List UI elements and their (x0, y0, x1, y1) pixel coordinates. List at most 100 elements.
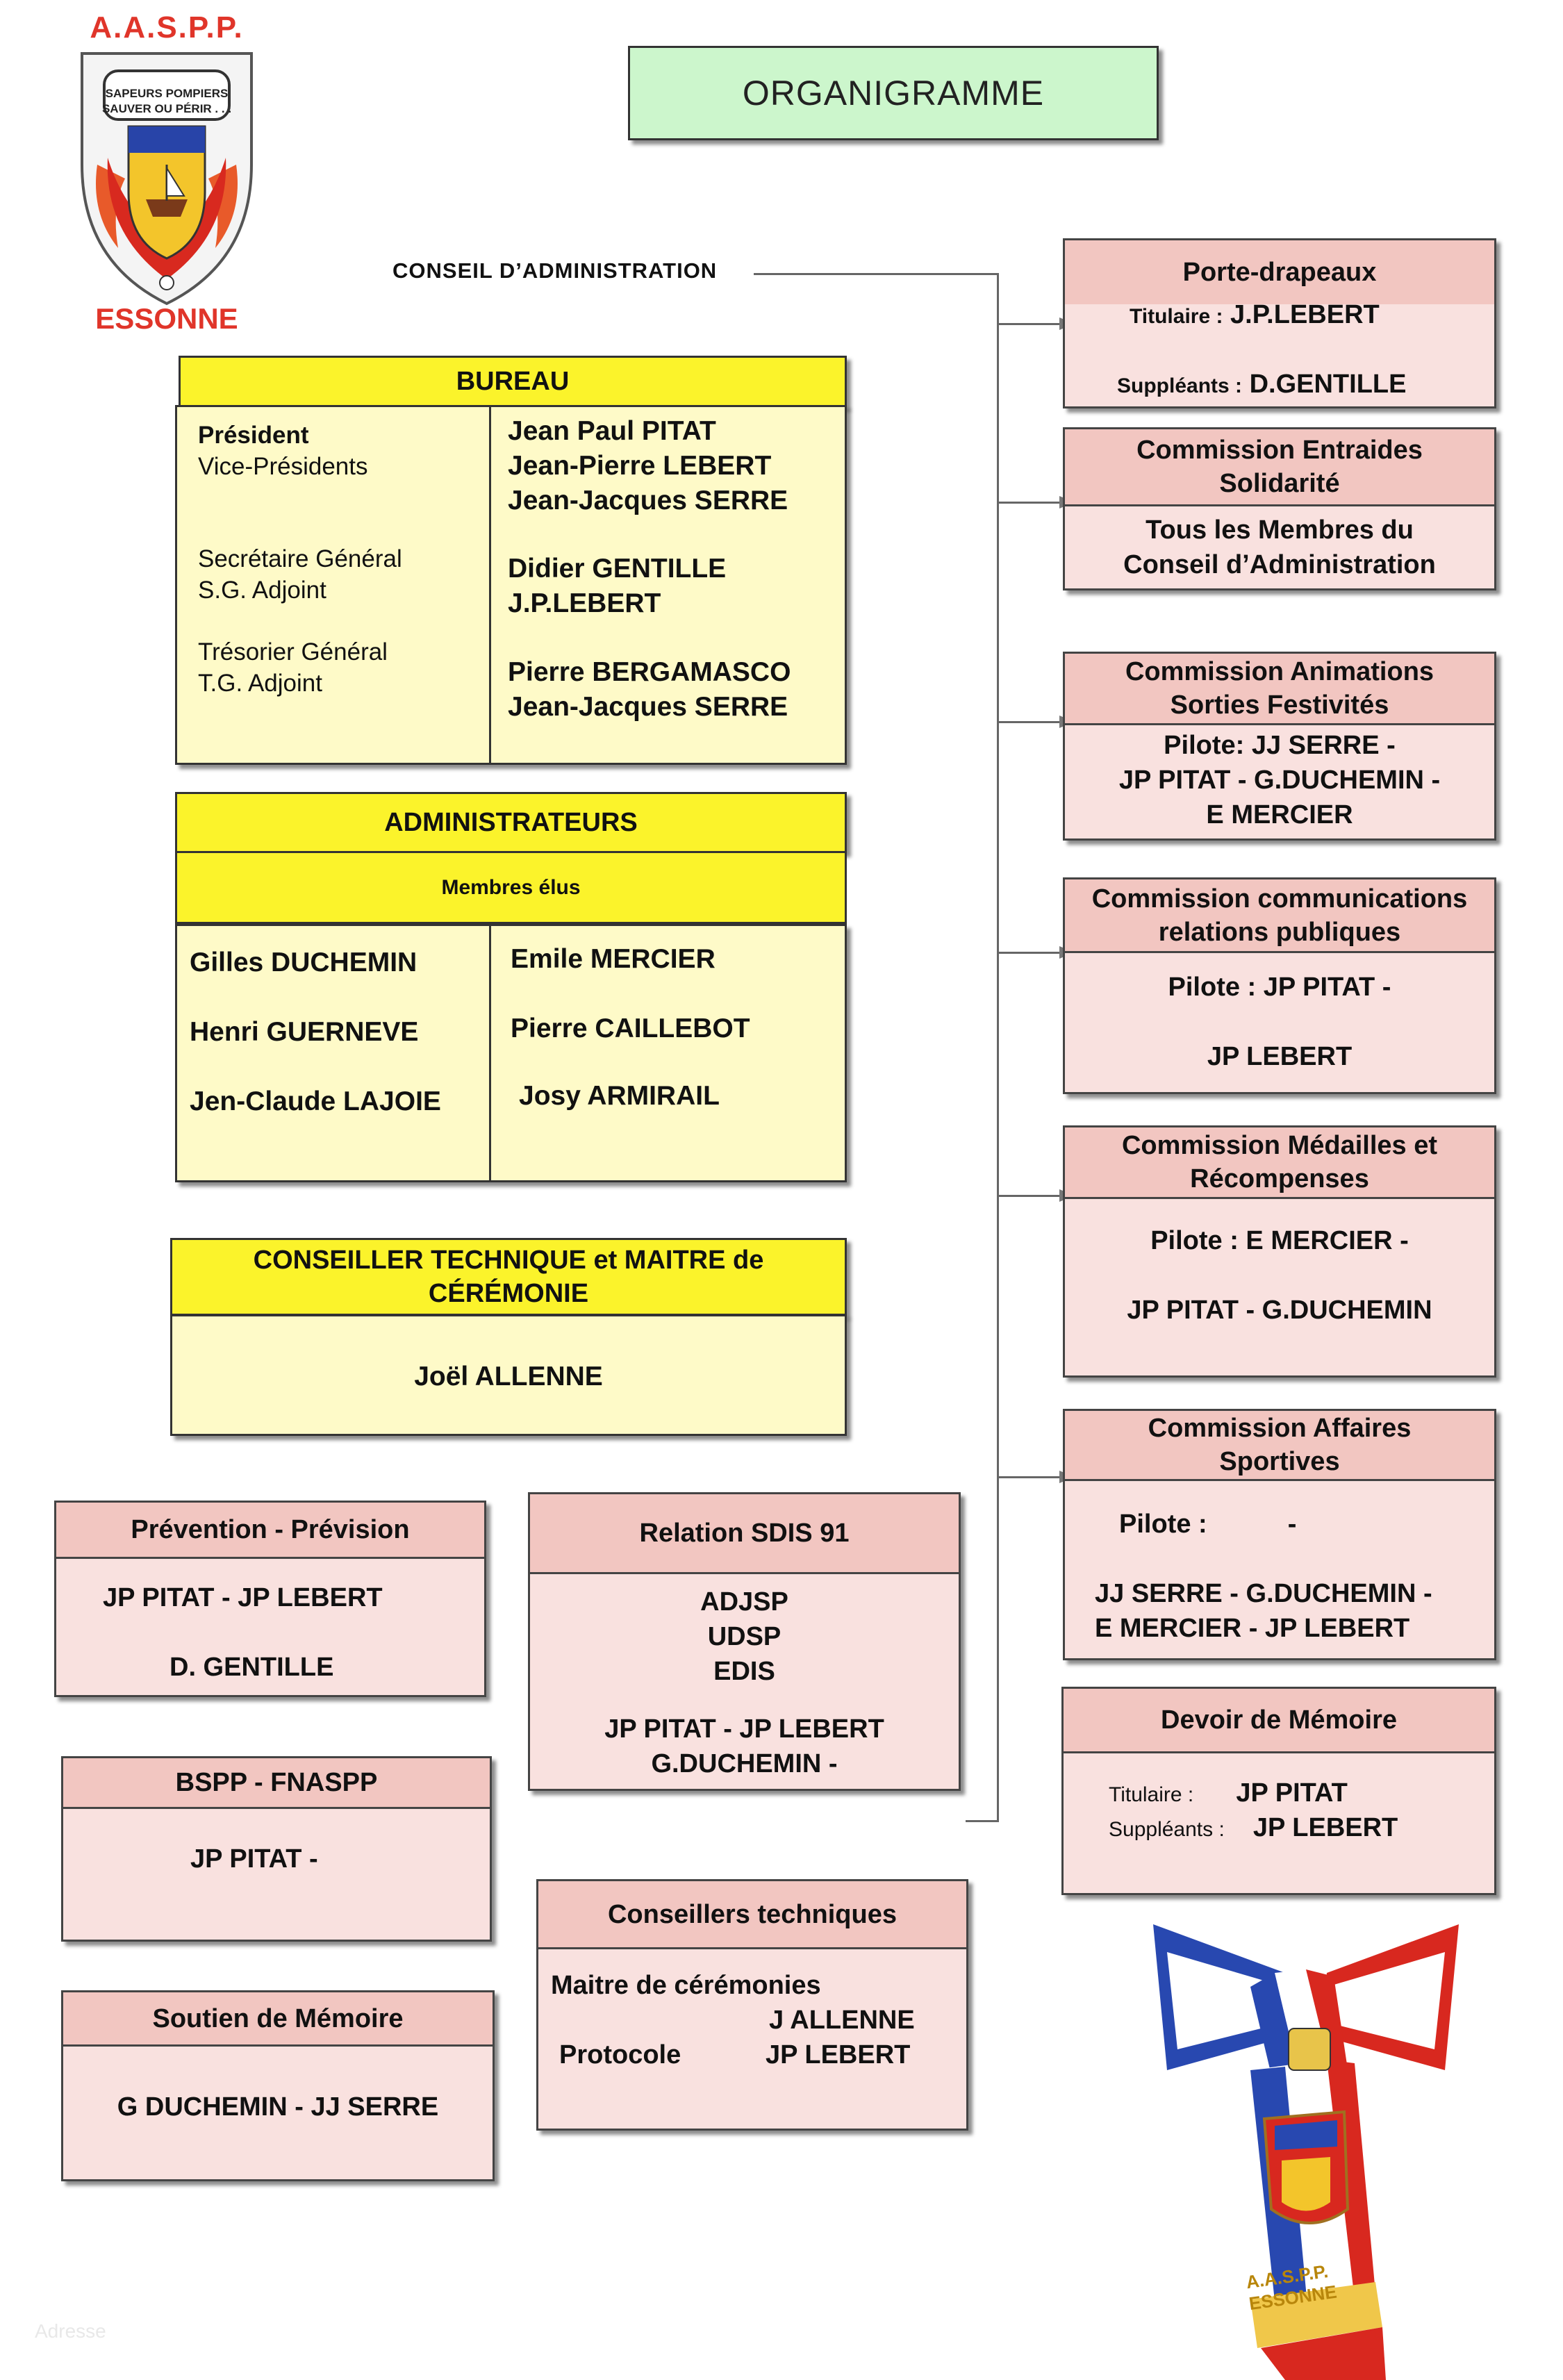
bureau-body: Président Vice-Présidents Secrétaire Gén… (175, 405, 847, 765)
titulaire-value: J.P.LEBERT (1230, 300, 1380, 329)
medailles-box: Commission Médailles et Récompenses Pilo… (1063, 1125, 1496, 1378)
entraides-box: Commission Entraides Solidarité Tous les… (1063, 427, 1496, 590)
entraides-title-2: Solidarité (1219, 469, 1340, 498)
column-divider (489, 926, 491, 1180)
role-vice-presidents: Vice-Présidents (198, 453, 368, 480)
conseillers-tech-box: Conseillers techniques Maitre de cérémon… (536, 1879, 968, 2131)
animations-line-2: JP PITAT - G.DUCHEMIN - (1118, 766, 1441, 795)
prevention-box: Prévention - Prévision JP PITAT - JP LEB… (54, 1501, 486, 1697)
animations-header: Commission Animations Sorties Festivités (1065, 654, 1494, 725)
sportives-header: Commission Affaires Sportives (1065, 1411, 1494, 1481)
role-secretaire: Secrétaire Général (198, 545, 402, 572)
sdis-title: Relation SDIS 91 (530, 1494, 959, 1574)
connector-line (997, 502, 1063, 504)
suppleants-value: JP LEBERT (1252, 1813, 1398, 1842)
role-tg-adjoint: T.G. Adjoint (198, 670, 322, 697)
animations-box: Commission Animations Sorties Festivités… (1063, 652, 1496, 841)
prevention-title: Prévention - Prévision (56, 1503, 484, 1559)
role-president: Président (198, 422, 309, 449)
titulaire-value: JP PITAT (1236, 1778, 1348, 1808)
ribbon-sash-icon (1153, 1924, 1459, 2380)
medailles-header: Commission Médailles et Récompenses (1065, 1127, 1494, 1199)
sdis-line: EDIS (713, 1657, 775, 1686)
conseil-label: CONSEIL D’ADMINISTRATION (392, 258, 718, 283)
connector-line (997, 1195, 1063, 1197)
conseiller-title-2: CÉRÉMONIE (428, 1279, 589, 1308)
bureau-name: Jean-Jacques SERRE (508, 692, 788, 722)
admin-name: Jen-Claude LAJOIE (190, 1086, 441, 1116)
sdis-line: UDSP (707, 1622, 782, 1651)
maitre-ceremonies-value: J ALLENNE (769, 2006, 915, 2035)
sdis-line: ADJSP (700, 1587, 788, 1617)
admin-name: Emile MERCIER (511, 944, 716, 974)
prevention-line-1: JP PITAT - JP LEBERT (103, 1583, 383, 1612)
admin-name: Henri GUERNEVE (190, 1017, 419, 1047)
sdis-line-5: G.DUCHEMIN - (651, 1749, 838, 1778)
medailles-title-1: Commission Médailles et (1121, 1131, 1437, 1160)
bureau-name: Pierre BERGAMASCO (508, 657, 791, 687)
admin-name: Josy ARMIRAIL (519, 1081, 720, 1111)
connector-line (754, 273, 997, 275)
sportives-title-2: Sportives (1219, 1447, 1340, 1476)
communications-box: Commission communications relations publ… (1063, 877, 1496, 1094)
bspp-title: BSPP - FNASPP (63, 1758, 490, 1809)
bspp-line-1: JP PITAT - (190, 1844, 318, 1874)
logo-motto-1: SAPEURS POMPIERS (105, 87, 229, 100)
porte-drapeaux-suppleants: Suppléants : D.GENTILLE (1117, 367, 1406, 404)
maitre-ceremonies-label: Maitre de cérémonies (551, 1971, 821, 2000)
animations-title-2: Sorties Festivités (1170, 691, 1389, 720)
soutien-title: Soutien de Mémoire (63, 1992, 493, 2047)
logo-bottom-text: ESSONNE (95, 302, 238, 335)
administrateurs-subtitle: Membres élus (175, 851, 847, 924)
logo-shield-icon (81, 52, 253, 306)
medailles-line-2: JP PITAT - G.DUCHEMIN (1127, 1296, 1432, 1325)
porte-drapeaux-titulaire: Titulaire : J.P.LEBERT (1130, 297, 1380, 334)
admin-name: Gilles DUCHEMIN (190, 948, 417, 977)
animations-line-1: Pilote: JJ SERRE - (1164, 731, 1396, 760)
connector-line (966, 1820, 999, 1822)
conseiller-body: Joël ALLENNE (170, 1314, 847, 1436)
suppleants-label: Suppléants : (1117, 374, 1243, 397)
logo-motto-2: SAUVER OU PÉRIR . . . (101, 102, 232, 115)
footer-faint-text: Adresse (35, 2320, 106, 2342)
bureau-name: J.P.LEBERT (508, 588, 661, 618)
suppleants-label: Suppléants : (1109, 1818, 1225, 1841)
soutien-line-1: G DUCHEMIN - JJ SERRE (117, 2092, 439, 2122)
bureau-header: BUREAU (179, 356, 847, 407)
entraides-title-1: Commission Entraides (1136, 436, 1423, 465)
conseiller-header: CONSEILLER TECHNIQUE et MAITRE de CÉRÉMO… (170, 1238, 847, 1316)
role-sg-adjoint: S.G. Adjoint (198, 577, 326, 604)
porte-drapeaux-box: Porte-drapeaux Titulaire : J.P.LEBERT Su… (1063, 238, 1496, 408)
column-divider (489, 407, 491, 763)
entraides-line-2: Conseil d’Administration (1123, 550, 1436, 579)
connector-line (997, 273, 999, 1822)
bureau-name: Jean-Pierre LEBERT (508, 451, 772, 481)
role-tresorier: Trésorier Général (198, 638, 388, 666)
association-logo: A.A.S.P.P. SAPEURS POMPIERS SAUVER OU PÉ… (69, 10, 264, 337)
protocole-value: JP LEBERT (766, 2040, 911, 2069)
medailles-title-2: Récompenses (1190, 1164, 1369, 1193)
sportives-line-1: Pilote : - (1119, 1510, 1297, 1539)
protocole-label: Protocole (559, 2040, 681, 2069)
connector-line (997, 721, 1063, 723)
animations-line-3: E MERCIER (1206, 800, 1353, 829)
connector-line (997, 952, 1063, 954)
prevention-line-2: D. GENTILLE (169, 1653, 334, 1682)
administrateurs-header: ADMINISTRATEURS (175, 792, 847, 853)
conseillers-tech-title: Conseillers techniques (538, 1881, 966, 1949)
porte-drapeaux-title: Porte-drapeaux (1065, 240, 1494, 304)
animations-title-1: Commission Animations (1125, 657, 1434, 686)
sdis-line-4: JP PITAT - JP LEBERT (604, 1714, 884, 1744)
connector-line (997, 323, 1063, 325)
connector-line (997, 1476, 1063, 1478)
sportives-title-1: Commission Affaires (1148, 1414, 1412, 1443)
memoire-suppleants: Suppléants : JP LEBERT (1109, 1810, 1398, 1847)
memoire-title: Devoir de Mémoire (1064, 1689, 1494, 1753)
communications-title-1: Commission communications (1091, 884, 1468, 914)
communications-line-1: Pilote : JP PITAT - (1168, 973, 1391, 1002)
medailles-line-1: Pilote : E MERCIER - (1150, 1226, 1409, 1255)
sdis-box: Relation SDIS 91 ADJSP UDSP EDIS JP PITA… (528, 1492, 961, 1791)
titulaire-label: Titulaire : (1130, 305, 1223, 328)
communications-header: Commission communications relations publ… (1065, 879, 1494, 953)
admin-name: Pierre CAILLEBOT (511, 1014, 750, 1043)
